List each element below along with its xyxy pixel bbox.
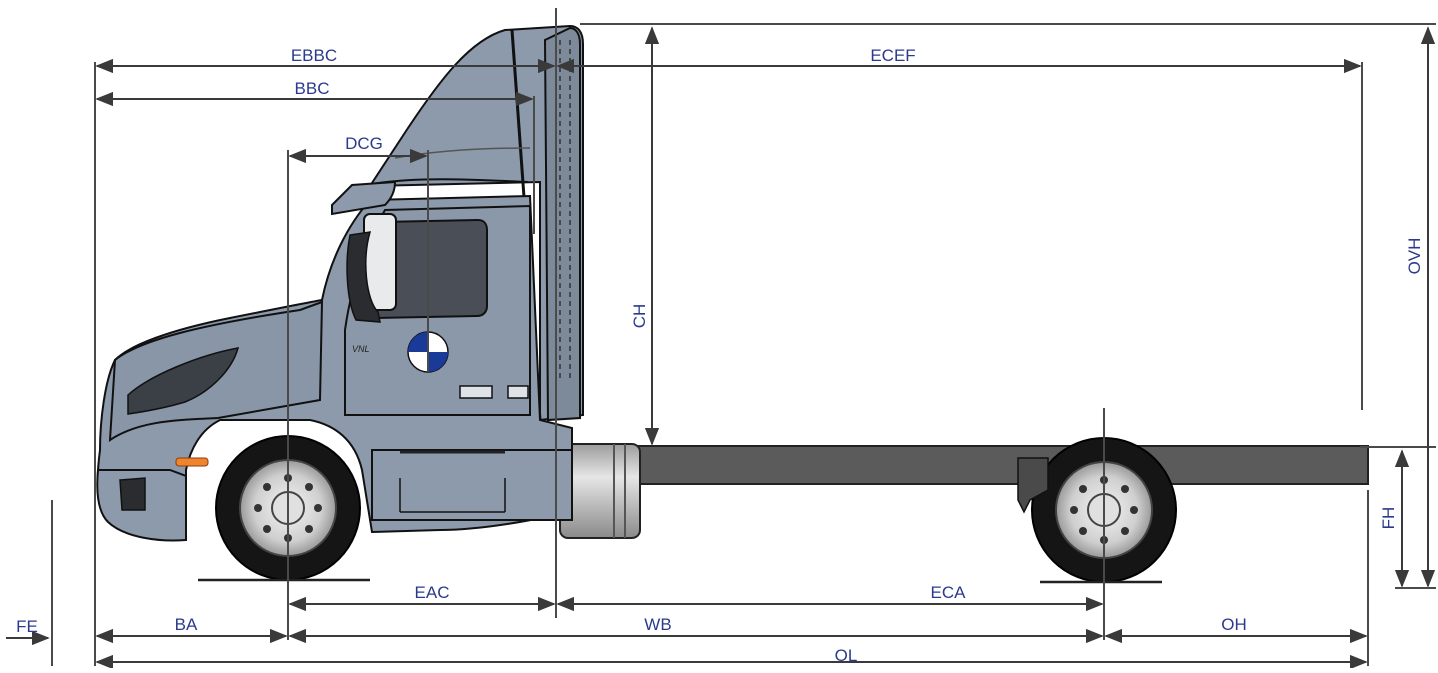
dimension-labels: EBBC ECEF BBC DCG CH OVH FH FE EAC ECA B… [16,46,1424,665]
label-oh: OH [1221,615,1247,634]
label-ebbc: EBBC [291,46,337,65]
suspension-bracket [1017,457,1049,514]
label-fh: FH [1379,507,1398,530]
label-ecef: ECEF [870,46,915,65]
label-ol: OL [835,646,858,665]
door-latch [507,385,529,399]
reference-lines [51,8,1436,666]
side-extender [543,26,581,422]
door-handle [459,385,493,399]
label-dcg: DCG [345,134,383,153]
label-bbc: BBC [295,79,330,98]
sun-visor [331,180,397,216]
dimension-lines [6,26,1436,670]
label-fe: FE [16,617,38,636]
model-badge: VNL [352,344,370,354]
frame-rail [559,445,1369,485]
label-ch: CH [630,304,649,329]
label-ba: BA [175,615,198,634]
marker-light [175,457,209,467]
label-wb: WB [644,615,671,634]
label-eca: ECA [931,583,967,602]
headlight [127,347,240,415]
label-ovh: OVH [1405,238,1424,275]
side-fairing [371,449,573,521]
label-eac: EAC [415,583,450,602]
